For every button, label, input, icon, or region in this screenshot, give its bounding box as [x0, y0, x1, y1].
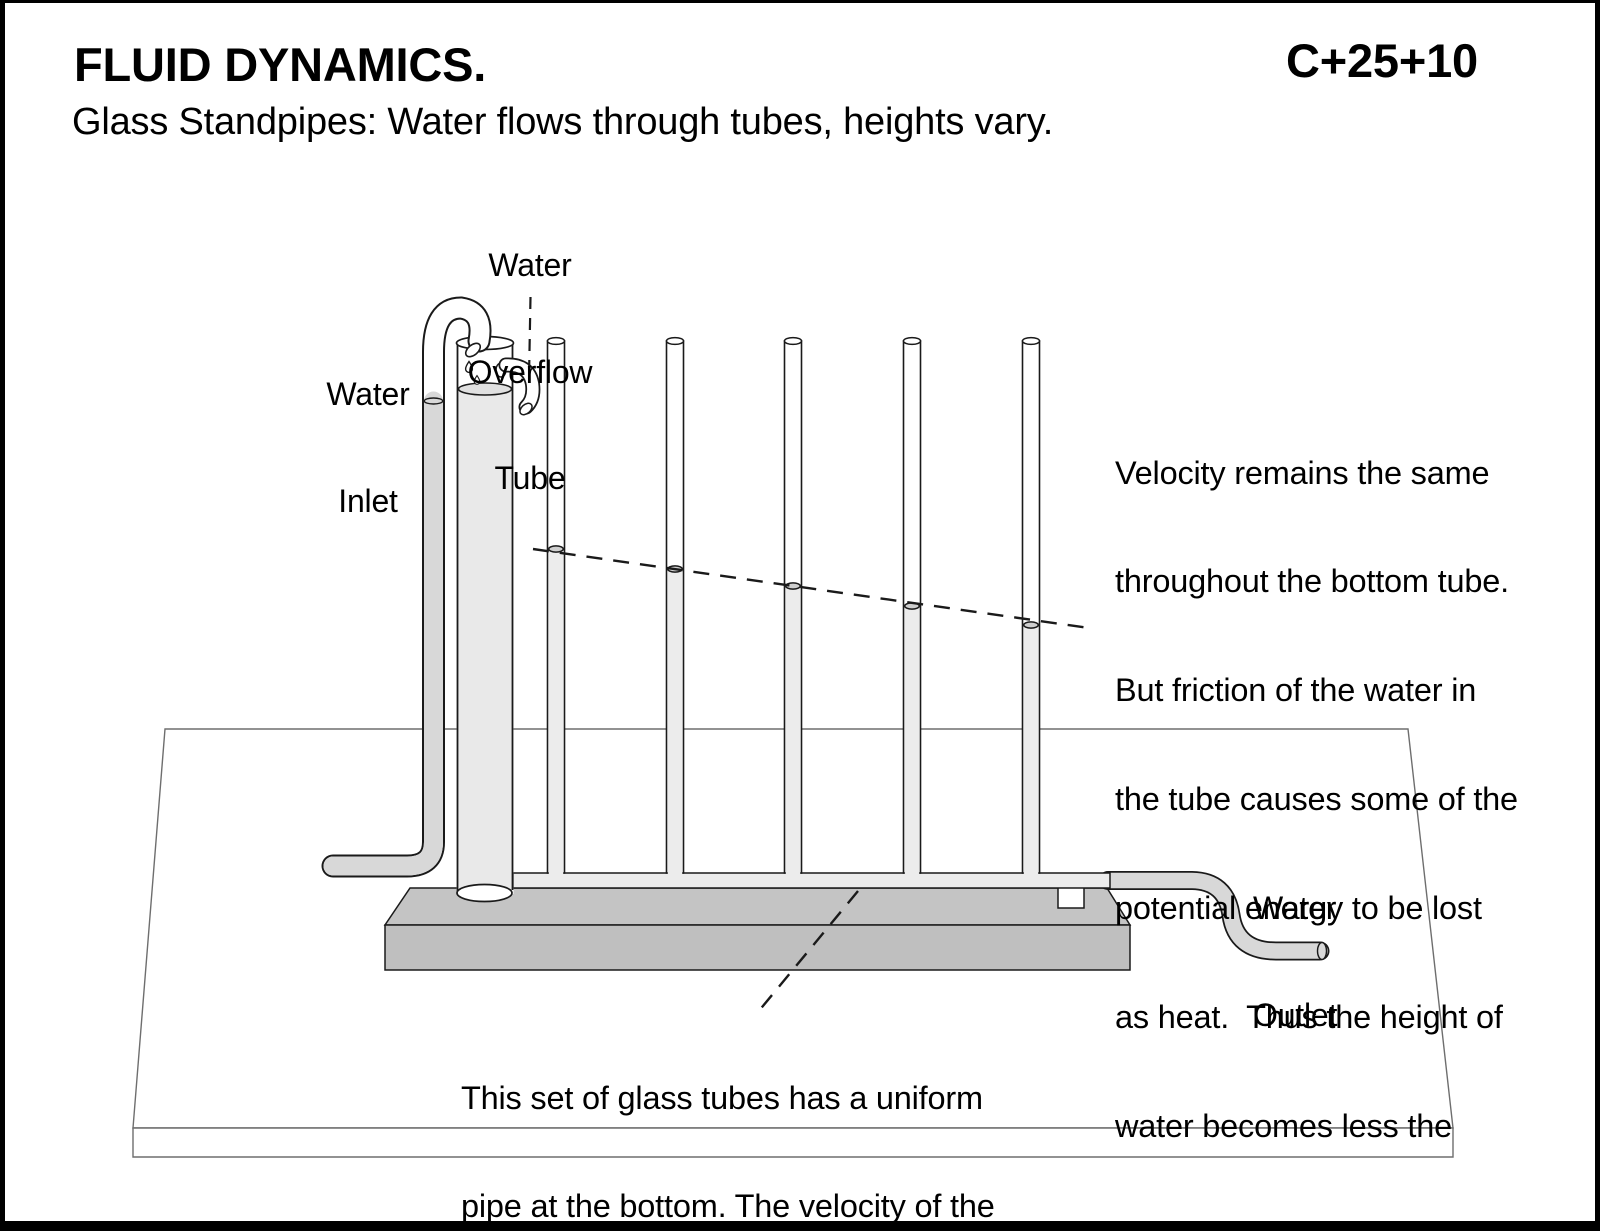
inlet-water-level	[423, 397, 444, 405]
outlet-tube	[1098, 871, 1330, 961]
reservoir-water	[458, 389, 512, 892]
water-level-leader-line	[532, 547, 1090, 630]
standpipe-open-top	[1021, 336, 1041, 346]
stand-base	[383, 887, 1132, 971]
overflow-leader-line	[527, 296, 532, 379]
standpipe-open-top	[902, 336, 922, 346]
water-inlet-label: Water Inlet	[326, 376, 410, 519]
leader-lines	[527, 296, 1090, 1013]
inlet-tube	[321, 296, 492, 878]
page-subtitle: Glass Standpipes: Water flows through tu…	[72, 101, 1054, 143]
standpipe-open-top	[546, 336, 566, 346]
water-droplets	[464, 360, 481, 385]
standpipe	[665, 336, 685, 883]
outlet-mouth	[1316, 941, 1328, 961]
friction-note: Velocity remains the same throughout the…	[1115, 454, 1518, 1231]
reservoir-water-surface	[457, 382, 513, 396]
standpipes	[546, 336, 1041, 883]
standpipe	[783, 336, 803, 883]
standpipe	[546, 336, 566, 883]
standpipe	[902, 336, 922, 883]
bottom-tube	[512, 872, 1111, 889]
standpipe	[1021, 336, 1041, 883]
inlet-water	[323, 391, 443, 876]
overflow-spout-tube	[498, 357, 541, 416]
reservoir	[455, 335, 515, 903]
standpipe-open-top	[665, 336, 685, 346]
water-outlet-label: Water Outlet	[1253, 890, 1338, 1033]
page-title: FLUID DYNAMICS.	[74, 38, 487, 91]
water-overflow-tube-label: Water Overflow Tube	[467, 247, 593, 496]
tube-support-foot	[1057, 885, 1085, 909]
standpipe-open-top	[783, 336, 803, 346]
inlet-hook-mouth	[464, 342, 482, 358]
uniform-pipe-note: This set of glass tubes has a uniform pi…	[461, 1079, 995, 1225]
reservoir-bottom	[456, 883, 513, 903]
overflow-spout-mouth	[519, 402, 533, 416]
catalog-code: C+25+10	[1286, 34, 1478, 87]
